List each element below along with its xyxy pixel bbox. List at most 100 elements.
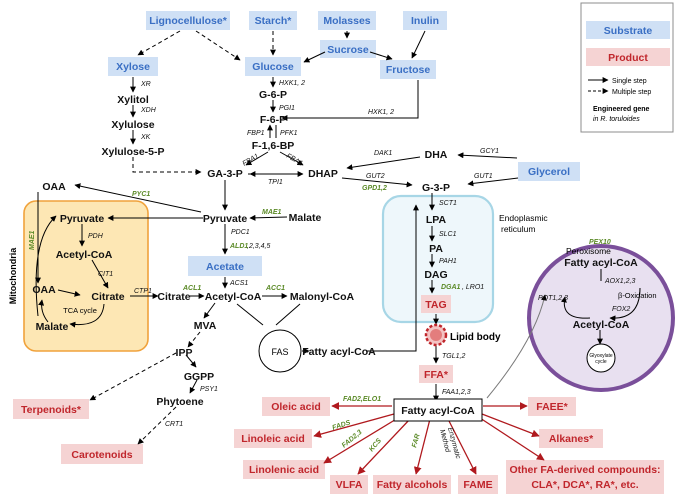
- linoleic-box: [234, 429, 312, 448]
- oaa-mito-label: OAA: [32, 284, 56, 296]
- er-compartment: Endoplasmic reticulum: [381, 194, 548, 324]
- ggpp-label: GGPP: [184, 371, 214, 383]
- ga3p-label: GA-3-P: [207, 168, 243, 180]
- legend: Substrate Product Single step Multiple s…: [580, 2, 674, 133]
- acetylcoa-label: Acetyl-CoA: [205, 291, 262, 303]
- fame-label: FAME: [463, 479, 492, 491]
- beta-oxidation-label: β-Oxidation: [618, 291, 657, 300]
- enzyme-fba1-right: FBA1: [285, 153, 304, 168]
- fattyacylcoa-center-label: Fatty acyl-CoA: [401, 405, 475, 417]
- tag-box: [421, 295, 451, 313]
- vlfa-label: VLFA: [336, 479, 363, 491]
- gene-pyc1: PYC1: [132, 191, 150, 198]
- xylulose-label: Xylulose: [111, 119, 154, 131]
- xylitol-label: Xylitol: [117, 94, 149, 106]
- fatty-alcohols-label: Fatty alcohols: [377, 479, 448, 491]
- enzyme-pdh: PDH: [88, 233, 104, 240]
- dha-label: DHA: [425, 149, 448, 161]
- enzyme-tgl12: TGL1,2: [442, 353, 465, 360]
- legend-substrate-label: Substrate: [604, 25, 653, 37]
- peroxisome-compartment: Peroxisome: [527, 244, 675, 392]
- enzyme-sct1: SCT1: [439, 200, 457, 207]
- carotenoids-label: Carotenoids: [71, 449, 132, 461]
- enzyme-ctp1: CTP1: [134, 288, 152, 295]
- enzyme-pot123: POT1,2,3: [538, 295, 568, 302]
- terpenoids-box: [13, 399, 89, 419]
- gene-fad2-elo1: FAD2,ELO1: [343, 396, 381, 403]
- mitochondria-compartment: Mitochondria: [8, 200, 149, 352]
- legend-engineered-line1: Engineered gene: [593, 106, 650, 113]
- linolenic-label: Linolenic acid: [249, 464, 319, 476]
- glyoxylate-cycle-label: Glyoxylate: [589, 353, 613, 359]
- enzyme-pfk1: PFK1: [280, 130, 298, 137]
- legend-product-label: Product: [608, 52, 648, 64]
- xylose-box: [108, 57, 158, 76]
- acetylcoa-mito-label: Acetyl-CoA: [56, 249, 113, 261]
- linoleic-label: Linoleic acid: [241, 433, 305, 445]
- lignocellulose-label: Lignocellulose*: [149, 15, 228, 27]
- fas-circle: [258, 329, 302, 373]
- inulin-label: Inulin: [411, 15, 439, 27]
- enzyme-slc1: SLC1: [439, 231, 457, 238]
- er-label-line1: Endoplasmic: [499, 213, 548, 223]
- enzyme-xk: XK: [140, 134, 151, 141]
- fattyacylcoa-center-box: [393, 398, 483, 422]
- acetate-label: Acetate: [206, 261, 244, 273]
- enzyme-dak1: DAK1: [374, 150, 392, 157]
- glyoxylate-cycle-circle: [586, 343, 616, 373]
- er-label-line2: reticulum: [501, 224, 535, 234]
- fructose-box: [380, 60, 436, 79]
- legend-substrate-swatch: [586, 21, 670, 39]
- ffa-label: FFA*: [424, 369, 449, 381]
- gene-acl1: ACL1: [182, 285, 201, 292]
- product-boxes: TAG FFA* Terpenoids* Carotenoids Oleic a…: [13, 295, 664, 494]
- oleic-label: Oleic acid: [271, 401, 321, 413]
- malate-mito-label: Malate: [36, 321, 69, 333]
- glucose-box: [245, 57, 301, 76]
- acetylcoa-perox-label: Acetyl-CoA: [573, 319, 630, 331]
- enzyme-xdh: XDH: [140, 107, 157, 114]
- gene-kcs: KCS: [368, 437, 383, 453]
- fas-label: FAS: [271, 347, 288, 357]
- enzyme-gut1: GUT1: [474, 173, 493, 180]
- lipid-body-icon: [424, 323, 448, 347]
- gene-mae1-mito: MAE1: [29, 230, 36, 250]
- citrate-label: Citrate: [157, 291, 190, 303]
- enzyme-ald1-rest: ,2,3,4,5: [247, 243, 270, 250]
- phytoene-label: Phytoene: [156, 396, 203, 408]
- glycerol-label: Glycerol: [528, 166, 570, 178]
- dag-label: DAG: [424, 269, 447, 281]
- substrate-boxes: Lignocellulose* Starch* Molasses Inulin …: [108, 11, 580, 276]
- enzyme-pgi1: PGI1: [279, 105, 295, 112]
- lipid-body-label: Lipid body: [450, 332, 501, 343]
- fattyacylcoa-cyt-label: Fatty acyl-CoA: [302, 346, 376, 358]
- molasses-box: [318, 11, 376, 30]
- xylulose5p-label: Xylulose-5-P: [101, 146, 164, 158]
- enzyme-acs1: ACS1: [229, 280, 248, 287]
- inulin-box: [403, 11, 447, 30]
- glyoxylate-cycle-label2: cycle: [595, 359, 607, 365]
- gene-gpd12: GPD1,2: [362, 185, 387, 192]
- malate-label: Malate: [289, 212, 322, 224]
- gene-mae1-cyt: MAE1: [262, 209, 282, 216]
- alkanes-box: [539, 429, 603, 448]
- gene-dga1: DGA1: [441, 284, 461, 291]
- other-compounds-box: [506, 460, 664, 494]
- pyruvate-mito-label: Pyruvate: [60, 213, 105, 225]
- enzyme-pdc1: PDC1: [231, 229, 250, 236]
- faee-label: FAEE*: [536, 401, 568, 413]
- ffa-box: [419, 365, 453, 383]
- legend-multiple-step-label: Multiple step: [612, 89, 651, 96]
- enzyme-hxk-top: HXK1, 2: [279, 80, 305, 87]
- g3p-label: G-3-P: [422, 182, 450, 194]
- g6p-label: G-6-P: [259, 89, 287, 101]
- legend-product-swatch: [586, 48, 670, 66]
- other-compounds-line1: Other FA-derived compounds:: [509, 464, 660, 476]
- gene-fads: FADS: [331, 419, 351, 432]
- gene-pex10: PEX10: [589, 239, 611, 246]
- glucose-label: Glucose: [252, 61, 294, 73]
- gene-ald1: ALD1: [229, 243, 248, 250]
- enzyme-fox2: FOX2: [612, 306, 630, 313]
- pathway-arrows: [35, 30, 641, 445]
- dhap-label: DHAP: [308, 168, 338, 180]
